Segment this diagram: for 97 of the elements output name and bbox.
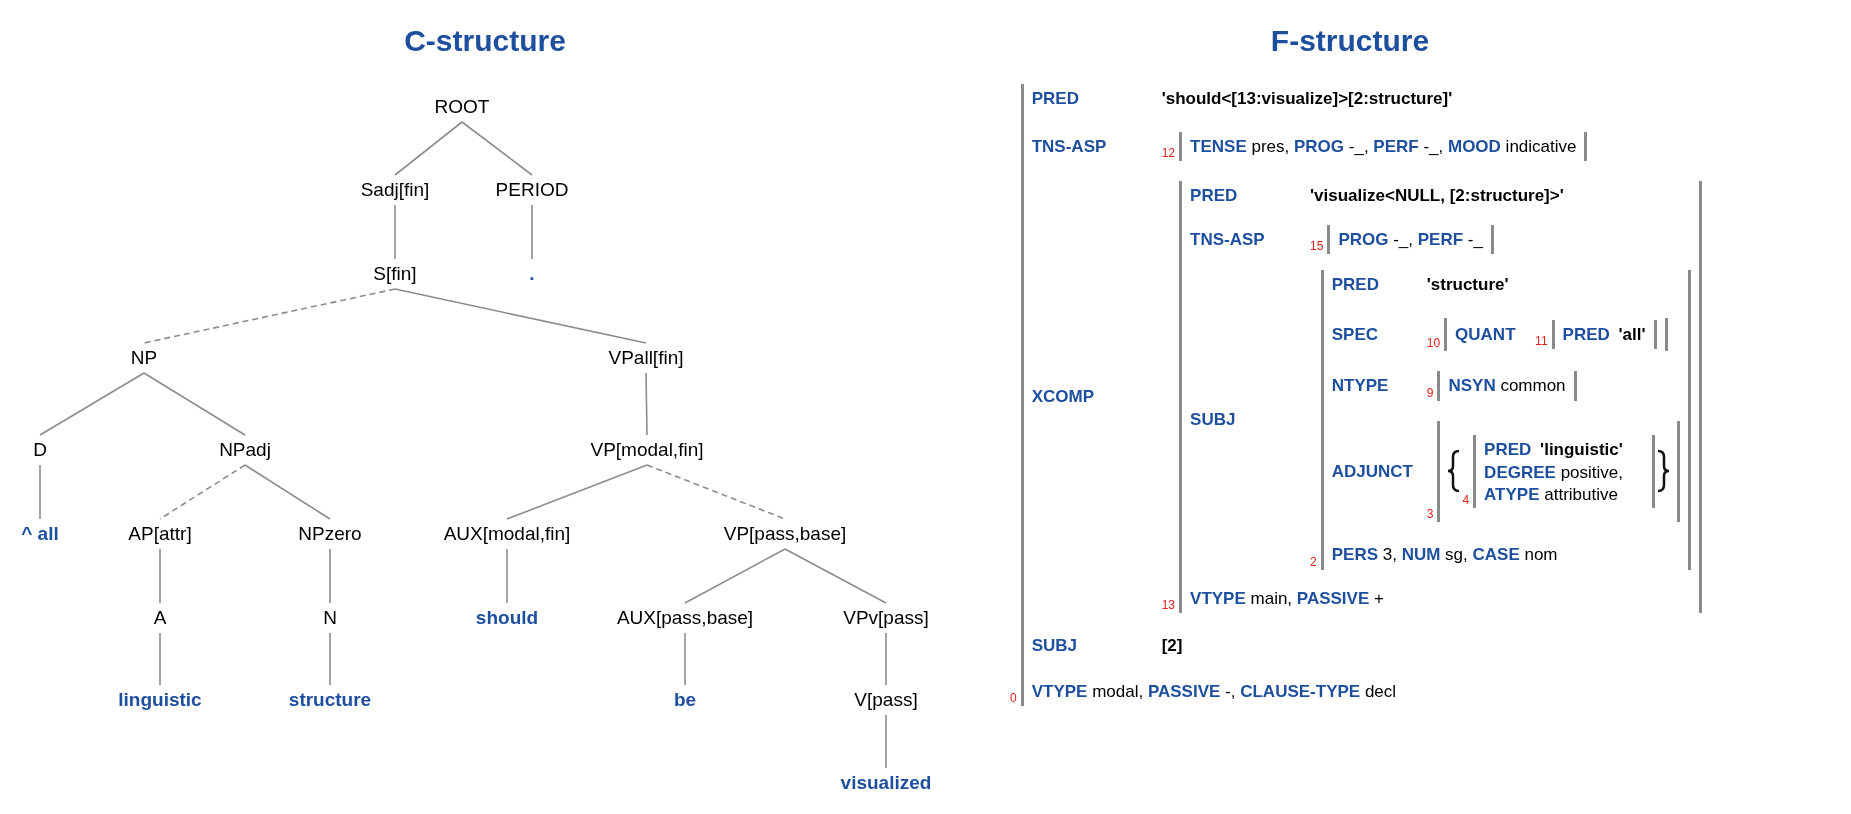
tree-branch bbox=[159, 464, 246, 520]
tree-branch bbox=[784, 548, 887, 604]
index-number: 10 bbox=[1426, 337, 1441, 349]
feature-matrix bbox=[1437, 371, 1577, 401]
tree-branch bbox=[531, 204, 533, 260]
category-label: S[fin] bbox=[373, 262, 417, 286]
category-label: V[pass] bbox=[854, 688, 918, 712]
category-label: VP[pass,base] bbox=[723, 522, 847, 546]
tree-branch bbox=[506, 548, 508, 604]
feature-name: QUANT bbox=[1455, 323, 1517, 346]
feature-matrix bbox=[1473, 434, 1656, 508]
word-label: should bbox=[475, 606, 539, 630]
category-label: NPadj bbox=[219, 438, 271, 462]
feature-matrix bbox=[1551, 319, 1657, 349]
feature-matrix bbox=[1327, 224, 1494, 254]
word-label: structure bbox=[288, 688, 372, 712]
category-label: ROOT bbox=[434, 95, 490, 119]
tree-branch bbox=[684, 632, 686, 686]
feature-matrix bbox=[1179, 181, 1703, 613]
feature-name: XCOMP bbox=[1031, 386, 1096, 409]
tree-branch bbox=[159, 632, 161, 686]
section-heading: C-structure bbox=[404, 22, 566, 59]
index-number: 0 bbox=[1010, 692, 1017, 704]
category-label: NPzero bbox=[298, 522, 362, 546]
feature-line: DEGREE positive, ATYPE attributive bbox=[1484, 462, 1624, 506]
category-label: VPall[fin] bbox=[608, 346, 684, 370]
category-label: AUX[modal,fin] bbox=[443, 522, 571, 546]
category-label: PERIOD bbox=[495, 178, 569, 202]
feature-line: VTYPE main, PASSIVE + bbox=[1190, 587, 1385, 610]
index-number: 4 bbox=[1462, 494, 1470, 506]
category-label: D bbox=[33, 438, 47, 462]
tree-branch bbox=[394, 288, 647, 344]
category-label: AP[attr] bbox=[128, 522, 192, 546]
feature-name: PRED bbox=[1484, 438, 1533, 461]
feature-value: 'linguistic' bbox=[1540, 438, 1624, 461]
feature-line: VTYPE modal, PASSIVE -, CLAUSE-TYPE decl bbox=[1031, 680, 1398, 703]
tree-branch bbox=[244, 464, 331, 520]
index-number: 2 bbox=[1310, 555, 1317, 568]
feature-name: ADJUNCT bbox=[1331, 460, 1414, 483]
category-label: NP bbox=[130, 346, 158, 370]
index-number: 15 bbox=[1310, 240, 1324, 252]
feature-name: SUBJ bbox=[1031, 635, 1079, 657]
tree-branch bbox=[329, 548, 331, 604]
word-label: be bbox=[673, 688, 697, 712]
tree-branch bbox=[885, 714, 887, 769]
feature-name: SUBJ bbox=[1190, 409, 1237, 431]
tree-branch bbox=[39, 464, 41, 520]
feature-name: TNS-ASP bbox=[1031, 135, 1108, 158]
index-number: 9 bbox=[1426, 386, 1434, 399]
feature-value: [2] bbox=[1161, 635, 1184, 657]
tree-branch bbox=[394, 121, 463, 176]
tree-branch bbox=[645, 372, 648, 436]
word-label: linguistic bbox=[118, 688, 202, 712]
tree-branch bbox=[461, 121, 533, 176]
category-label: VP[modal,fin] bbox=[590, 438, 704, 462]
feature-value: 'structure' bbox=[1426, 274, 1510, 296]
tree-branch bbox=[143, 288, 396, 344]
index-number: 3 bbox=[1426, 508, 1434, 520]
feature-name: TNS-ASP bbox=[1190, 228, 1266, 251]
category-label: AUX[pass,base] bbox=[616, 606, 754, 630]
word-label: ^ all bbox=[21, 522, 59, 546]
feature-name: SPEC bbox=[1331, 323, 1380, 346]
word-label: visualized bbox=[840, 771, 932, 795]
feature-line: PROG -_, PERF -_ bbox=[1338, 228, 1483, 251]
tree-branch bbox=[885, 632, 887, 686]
feature-name: NTYPE bbox=[1331, 375, 1390, 397]
index-number: 11 bbox=[1535, 335, 1548, 347]
tree-branch bbox=[506, 464, 648, 520]
feature-matrix bbox=[1320, 270, 1692, 570]
feature-value: 'should<[13:visualize]>[2:structure]' bbox=[1161, 88, 1454, 110]
feature-matrix bbox=[1179, 131, 1588, 161]
feature-line: TENSE pres, PROG -_, PERF -_, MOOD indicative bbox=[1190, 135, 1577, 158]
feature-matrix bbox=[1444, 317, 1668, 351]
feature-name: PRED bbox=[1562, 323, 1611, 346]
set-bracket bbox=[1437, 420, 1681, 522]
category-label: Sadj[fin] bbox=[360, 178, 430, 202]
section-heading: F-structure bbox=[1270, 22, 1430, 59]
feature-name: PRED bbox=[1190, 185, 1239, 207]
category-label: VPv[pass] bbox=[843, 606, 929, 630]
feature-name: PRED bbox=[1031, 88, 1080, 110]
tree-branch bbox=[329, 632, 331, 686]
tree-branch bbox=[646, 464, 786, 520]
tree-branch bbox=[684, 548, 786, 604]
feature-name: PRED bbox=[1331, 274, 1380, 296]
category-label: A bbox=[153, 606, 167, 630]
tree-branch bbox=[394, 204, 396, 260]
tree-branch bbox=[143, 372, 246, 436]
index-number: 12 bbox=[1161, 147, 1176, 159]
index-number: 13 bbox=[1161, 599, 1176, 611]
category-label: N bbox=[323, 606, 337, 630]
feature-value: 'visualize<NULL, [2:structure]>' bbox=[1310, 185, 1565, 207]
feature-value: 'all' bbox=[1618, 323, 1646, 346]
tree-branch bbox=[39, 372, 145, 436]
tree-branch bbox=[159, 548, 161, 604]
word-label: . bbox=[529, 262, 535, 286]
feature-line: NSYN common bbox=[1448, 375, 1566, 397]
feature-line: PERS 3, NUM sg, CASE nom bbox=[1331, 544, 1559, 566]
